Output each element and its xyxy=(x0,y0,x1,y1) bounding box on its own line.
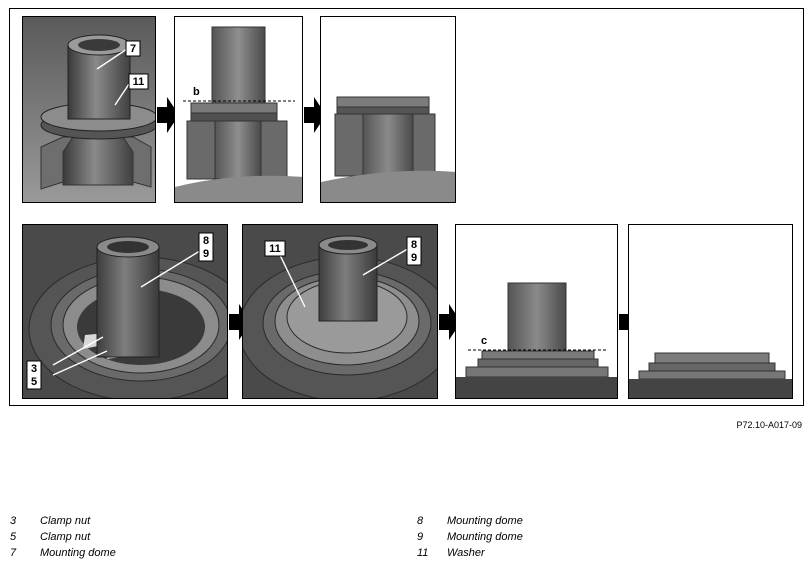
callout-9: 9 xyxy=(411,252,417,264)
dimension-b-label: b xyxy=(193,86,200,98)
callout-3: 3 xyxy=(31,363,37,375)
arrow-right-icon xyxy=(304,95,326,140)
panel-clamp-nuts-3-5: 8 9 3 5 xyxy=(22,224,228,399)
callout-9: 9 xyxy=(203,248,209,260)
panel-dimension-c: c xyxy=(455,224,618,399)
panel-washer-11: 11 8 9 xyxy=(242,224,438,399)
callout-8: 8 xyxy=(203,235,209,247)
panel-dimension-b: b xyxy=(174,16,303,203)
arrow-right-icon xyxy=(439,302,461,347)
illustration-frame xyxy=(9,8,804,406)
panel-final-result xyxy=(628,224,793,399)
callout-8: 8 xyxy=(411,239,417,251)
dimension-c-label: c xyxy=(481,335,487,347)
callout-11: 11 xyxy=(133,76,145,88)
callout-11: 11 xyxy=(269,243,281,255)
figure-reference-id: P72.10-A017-09 xyxy=(736,420,802,430)
panel-flush-result xyxy=(320,16,456,203)
callout-7: 7 xyxy=(130,43,136,55)
arrow-right-icon xyxy=(157,95,179,140)
panel-dome-with-washer: 7 11 xyxy=(22,16,156,203)
arrow-right-icon xyxy=(229,302,251,347)
callout-5: 5 xyxy=(31,376,37,388)
